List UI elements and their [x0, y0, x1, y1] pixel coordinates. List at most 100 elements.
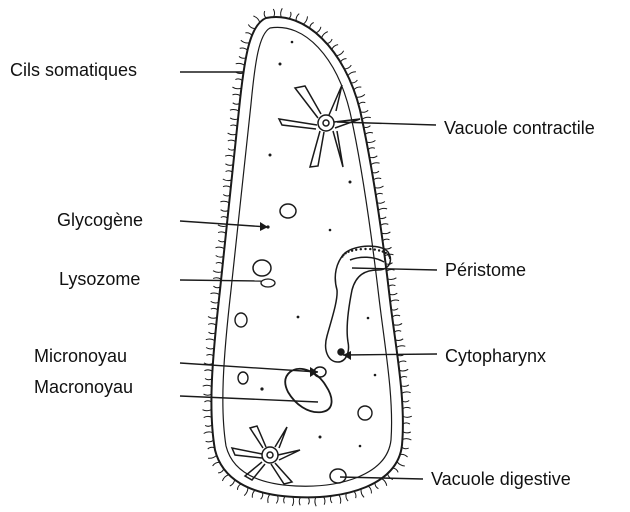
cilium: [222, 475, 228, 481]
vacuole-small-2: [238, 372, 248, 384]
cilium: [235, 79, 242, 81]
peristome-dot: [342, 254, 344, 256]
cilium: [401, 385, 409, 387]
peristome-dot: [382, 250, 384, 252]
lysozome-small: [261, 279, 275, 287]
cilium: [230, 110, 239, 112]
leader-cytopharynx: [343, 354, 437, 355]
cilium: [403, 407, 411, 408]
cilium: [252, 490, 255, 498]
cilium: [324, 497, 325, 505]
cilium: [233, 94, 241, 96]
peristome-dot: [389, 257, 391, 259]
cilium: [403, 416, 412, 417]
label-cytopharynx: Cytopharynx: [445, 347, 546, 365]
cilium: [204, 401, 211, 402]
cilium: [206, 440, 214, 442]
cilium: [205, 425, 212, 426]
cilium: [213, 462, 220, 466]
cilium: [206, 339, 215, 341]
cilium: [402, 401, 409, 402]
cilium: [281, 8, 283, 17]
label-vacuole-contractile: Vacuole contractile: [444, 119, 595, 137]
cilium: [361, 489, 364, 497]
cilium: [316, 27, 321, 33]
cilium: [397, 462, 405, 466]
cilium: [284, 496, 285, 503]
cilium: [388, 285, 395, 287]
cilium: [402, 392, 411, 393]
cilium: [204, 416, 212, 417]
cilium: [398, 361, 406, 363]
cilium: [230, 118, 238, 120]
vacuole-digestive-shape: [330, 469, 346, 483]
cilium: [204, 432, 213, 434]
cilia-fringe: [203, 8, 412, 506]
peristome-dot: [351, 250, 353, 252]
cilium: [339, 495, 341, 504]
cilium: [218, 232, 226, 234]
cilium: [211, 301, 219, 303]
cytoplasm-granules: [260, 41, 376, 448]
cilium: [393, 323, 402, 325]
cilium: [211, 308, 218, 310]
cilium: [368, 148, 375, 150]
cilium: [372, 171, 379, 173]
cilium: [346, 493, 348, 501]
leader-macronoyau: [180, 396, 318, 402]
label-macronoyau: Macronoyau: [34, 378, 133, 396]
cilium: [228, 140, 236, 142]
cilium: [240, 48, 248, 50]
peristome-dot: [360, 248, 362, 250]
cilium: [356, 94, 365, 97]
cilium: [367, 140, 376, 142]
cilium: [360, 110, 368, 112]
cilium: [387, 270, 395, 272]
lysozome-shape: [253, 260, 271, 276]
cilium: [203, 385, 212, 386]
cilium: [400, 454, 408, 457]
cilium: [211, 293, 220, 295]
cilium: [332, 45, 338, 50]
cilium: [225, 155, 234, 157]
cilium: [206, 354, 213, 355]
cilium: [208, 447, 215, 449]
cilium: [273, 9, 274, 17]
cilium: [228, 133, 237, 135]
cilium: [299, 497, 300, 505]
cilium: [220, 201, 229, 203]
leader-lines: [180, 72, 437, 479]
vacuole-small-1: [235, 313, 247, 327]
cilium: [400, 376, 407, 378]
cilium: [378, 208, 387, 210]
cilium: [216, 256, 224, 258]
glycogene-granule: [280, 204, 296, 218]
cilium: [315, 497, 316, 506]
cilium: [380, 224, 388, 226]
cilium: [359, 102, 366, 104]
cilium: [208, 324, 216, 326]
cilium: [368, 486, 371, 493]
cilium: [203, 410, 212, 411]
cilium: [216, 247, 225, 249]
vacuole-contractile-upper: [279, 85, 360, 167]
cilium: [236, 63, 245, 65]
cilium: [388, 278, 397, 280]
cilium: [216, 263, 223, 264]
cilium: [403, 423, 410, 424]
cilium: [308, 497, 309, 504]
cilium: [303, 16, 307, 24]
cilium: [392, 315, 400, 317]
peristome-dot: [374, 248, 376, 250]
cilium: [399, 369, 408, 371]
cilium: [394, 331, 401, 333]
cilium: [241, 40, 250, 43]
cilium: [389, 293, 397, 295]
cilium: [390, 300, 399, 302]
peristome-cytopharynx: [326, 246, 392, 362]
cilium: [354, 87, 362, 90]
cilium: [244, 487, 248, 495]
cilium: [213, 278, 221, 280]
cilium: [373, 178, 381, 180]
label-cils-somatiques: Cils somatiques: [10, 61, 137, 79]
